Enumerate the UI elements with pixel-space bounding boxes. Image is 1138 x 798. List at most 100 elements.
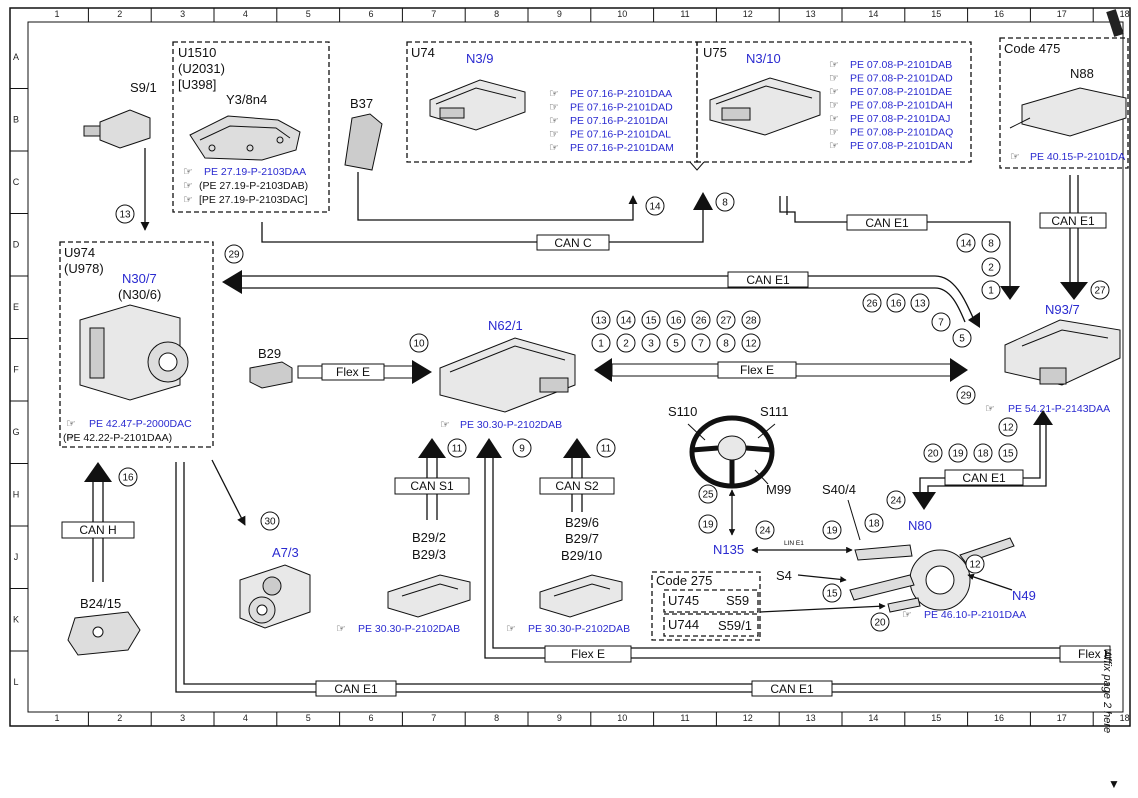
number-circle bbox=[115, 204, 135, 224]
u1510-ref-3: [PE 27.19-P-2103DAC] bbox=[199, 194, 308, 206]
reference-number: 9 bbox=[519, 444, 525, 455]
n49-ref: PE 46.10-P-2101DAA bbox=[924, 609, 1026, 621]
reference-number: 5 bbox=[673, 339, 679, 350]
b29-10-label: B29/10 bbox=[561, 548, 602, 563]
lin-e1-label: LIN E1 bbox=[784, 540, 804, 547]
reference-number: 26 bbox=[866, 299, 878, 310]
number-circle bbox=[691, 333, 711, 353]
flex-e-main-label: Flex E bbox=[740, 363, 774, 377]
can-e1-n88-box bbox=[1039, 212, 1107, 229]
doc-ref-icon: ☞ bbox=[183, 180, 193, 192]
valve-body-icon bbox=[189, 115, 301, 161]
s9-1-switch-icon bbox=[83, 109, 151, 149]
grid-col-label: 3 bbox=[180, 713, 185, 723]
b24-15-sensor-icon bbox=[67, 611, 141, 656]
number-circle bbox=[952, 328, 972, 348]
u974-label-1: U974 bbox=[64, 245, 95, 260]
reference-number: 10 bbox=[413, 339, 425, 350]
outer-frame bbox=[9, 7, 1131, 727]
reference-number: 27 bbox=[720, 316, 732, 327]
u75-box bbox=[696, 41, 972, 163]
can-e1-bottom-left-label: CAN E1 bbox=[334, 682, 378, 696]
doc-ref-icon: ☞ bbox=[829, 113, 839, 125]
grid-col-label: 13 bbox=[806, 9, 816, 19]
reference-number: 13 bbox=[914, 299, 926, 310]
grid-col-label: 11 bbox=[680, 713, 689, 723]
number-circle bbox=[981, 257, 1001, 277]
pe-ref-link: PE 07.08-P-2101DAH bbox=[850, 100, 953, 112]
grid-col-label: 7 bbox=[431, 713, 436, 723]
number-circle bbox=[923, 443, 943, 463]
n80-label: N80 bbox=[908, 518, 932, 533]
code475-title: Code 475 bbox=[1004, 41, 1060, 56]
flex-e-edge-box bbox=[1059, 645, 1111, 663]
number-circle bbox=[956, 233, 976, 253]
b29-3-label: B29/3 bbox=[412, 547, 446, 562]
reference-number: 14 bbox=[960, 239, 972, 250]
reference-number: 2 bbox=[988, 263, 994, 274]
reference-number: 14 bbox=[620, 316, 632, 327]
can-e1-top-box bbox=[846, 214, 928, 231]
grid-row-label: K bbox=[13, 615, 19, 625]
reference-number: 19 bbox=[952, 449, 964, 460]
u1510-label-3: [U398] bbox=[178, 77, 216, 92]
grid-row-label: F bbox=[13, 365, 19, 375]
n3-9-ecu-icon bbox=[429, 79, 526, 131]
can-e1-bottom-left-box bbox=[315, 680, 397, 697]
reference-number: 8 bbox=[988, 239, 994, 250]
can-h-box bbox=[61, 521, 135, 539]
doc-ref-icon: ☞ bbox=[902, 609, 912, 621]
can-e1-bottom-right-label: CAN E1 bbox=[770, 682, 814, 696]
number-circle bbox=[716, 333, 736, 353]
number-circle bbox=[822, 583, 842, 603]
grid-col-label: 16 bbox=[994, 9, 1004, 19]
y3-8n4-label: Y3/8n4 bbox=[226, 92, 267, 107]
grid-col-label: 14 bbox=[868, 713, 878, 723]
number-circle bbox=[910, 293, 930, 313]
reference-number: 15 bbox=[1002, 449, 1014, 460]
number-circle bbox=[641, 333, 661, 353]
s111-label: S111 bbox=[760, 404, 788, 419]
reference-number: 20 bbox=[874, 618, 886, 629]
number-circle bbox=[260, 511, 280, 531]
u974-label-2: (U978) bbox=[64, 261, 104, 276]
n93-7-ref: PE 54.21-P-2143DAA bbox=[1008, 403, 1110, 415]
number-circle bbox=[698, 514, 718, 534]
number-circle bbox=[948, 443, 968, 463]
grid-col-label: 8 bbox=[494, 713, 499, 723]
grid-col-label: 11 bbox=[680, 9, 689, 19]
flex-e-b29-label: Flex E bbox=[336, 365, 370, 379]
grid-col-label: 17 bbox=[1057, 713, 1067, 723]
s59-label: S59 bbox=[726, 593, 749, 608]
grid-col-label: 5 bbox=[306, 9, 311, 19]
n135-label: N135 bbox=[713, 542, 744, 557]
code275-title: Code 275 bbox=[656, 573, 712, 588]
number-circle bbox=[755, 520, 775, 540]
can-c-label-box bbox=[536, 234, 610, 251]
grid-col-label: 2 bbox=[117, 713, 122, 723]
pe-ref-link: PE 07.16-P-2101DAD bbox=[570, 102, 673, 114]
u74-refs: ☞PE 07.16-P-2101DAA☞PE 07.16-P-2101DAD☞P… bbox=[549, 88, 674, 154]
affix-note: Affix page 2 here bbox=[1101, 649, 1113, 733]
reference-number: 29 bbox=[960, 391, 972, 402]
number-circle bbox=[118, 467, 138, 487]
grid-col-label: 4 bbox=[243, 9, 248, 19]
s59-1-label: S59/1 bbox=[718, 618, 752, 633]
grid-row-label: L bbox=[13, 677, 18, 687]
u974-ref-1: PE 42.47-P-2000DAC bbox=[89, 418, 192, 430]
pe-ref-link: PE 07.08-P-2101DAE bbox=[850, 86, 952, 98]
grid-col-label: 10 bbox=[617, 9, 627, 19]
reference-number: 18 bbox=[977, 449, 989, 460]
s4-label: S4 bbox=[776, 568, 792, 583]
grid-col-label: 14 bbox=[868, 9, 878, 19]
reference-number: 19 bbox=[826, 526, 838, 537]
u74-title: U74 bbox=[411, 45, 435, 60]
u1510-label-2: (U2031) bbox=[178, 61, 225, 76]
doc-ref-icon: ☞ bbox=[183, 194, 193, 206]
doc-ref-icon: ☞ bbox=[66, 418, 76, 430]
grid-row-label: E bbox=[13, 302, 19, 312]
corner-tab-icon bbox=[1106, 9, 1124, 37]
u974-ref-2: (PE 42.22-P-2101DAA) bbox=[63, 432, 172, 444]
